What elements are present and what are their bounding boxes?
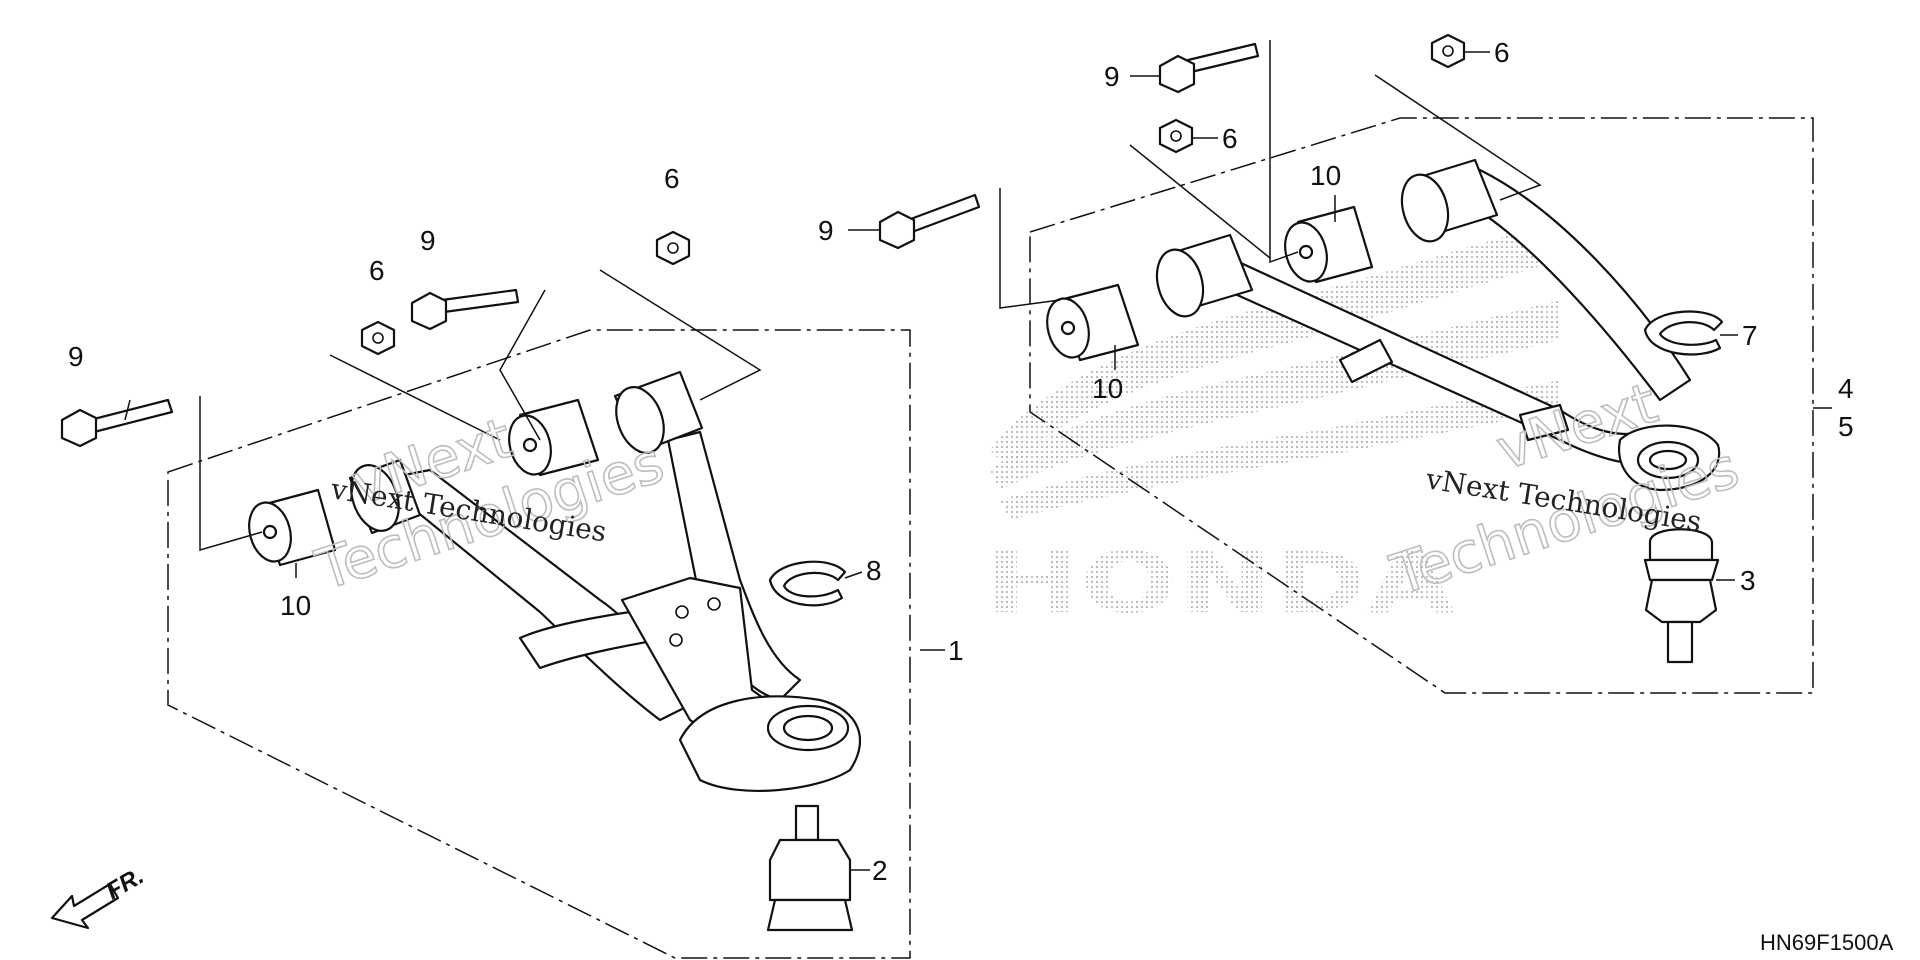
lower-nut-rear bbox=[655, 230, 691, 266]
callout-9-left-a: 9 bbox=[68, 341, 84, 372]
lower-ball-joint bbox=[766, 804, 854, 932]
lower-nut-front bbox=[360, 320, 396, 356]
upper-bolt-front bbox=[878, 193, 981, 250]
callout-6-right-b: 6 bbox=[1494, 37, 1510, 68]
lower-bushing-front bbox=[248, 488, 337, 567]
callout-9-right-b: 9 bbox=[1104, 61, 1120, 92]
lower-arm-pivot-sleeve-front bbox=[348, 458, 422, 535]
callout-4: 4 bbox=[1838, 373, 1854, 404]
lower-bolt-rear bbox=[410, 288, 520, 331]
callout-10-right-a: 10 bbox=[1092, 373, 1123, 404]
upper-arm-pivot-sleeve-rear bbox=[1400, 158, 1499, 243]
upper-circlip bbox=[1643, 310, 1724, 356]
lower-bushing-rear bbox=[508, 398, 600, 477]
callout-3: 3 bbox=[1740, 565, 1756, 596]
upper-ball-joint bbox=[1643, 528, 1720, 664]
callout-9-left-b: 9 bbox=[420, 225, 436, 256]
callout-2: 2 bbox=[872, 855, 888, 886]
callout-10-right-b: 10 bbox=[1310, 160, 1341, 191]
front-direction-arrow: FR. bbox=[50, 862, 148, 930]
upper-arm-group-box bbox=[1029, 117, 1814, 694]
callout-9-right-a: 9 bbox=[818, 215, 834, 246]
diagram-code: HN69F1500A bbox=[1760, 930, 1894, 955]
upper-bolt-rear bbox=[1158, 42, 1260, 94]
honda-logo-text: HONDA bbox=[985, 534, 1455, 632]
upper-arm-rear-tube bbox=[1458, 168, 1692, 402]
callout-6-left-a: 6 bbox=[369, 255, 385, 286]
callout-6-left-b: 6 bbox=[664, 163, 680, 194]
lower-arm-group-box bbox=[167, 329, 911, 959]
callout-labels: 1 2 3 4 5 7 8 6 6 6 6 9 9 9 9 10 10 10 bbox=[68, 37, 1854, 886]
upper-nut-front bbox=[1158, 118, 1194, 154]
upper-bushing-front bbox=[1046, 283, 1140, 362]
lower-bolt-front bbox=[60, 398, 174, 448]
upper-arm-assembly bbox=[878, 33, 1814, 694]
callout-6-right-a: 6 bbox=[1222, 123, 1238, 154]
upper-arm-pivot-sleeve-front bbox=[1155, 233, 1254, 318]
callout-5: 5 bbox=[1838, 411, 1854, 442]
upper-bushing-rear bbox=[1284, 205, 1374, 284]
lower-arm-leader-lines bbox=[124, 269, 945, 871]
lower-arm-assembly bbox=[60, 230, 911, 959]
lower-arm-pivot-sleeve-rear bbox=[613, 370, 704, 454]
callout-10-left-a: 10 bbox=[280, 590, 311, 621]
callout-7: 7 bbox=[1742, 320, 1758, 351]
upper-nut-rear bbox=[1430, 33, 1466, 69]
callout-1: 1 bbox=[948, 635, 964, 666]
upper-arm-leader-lines bbox=[848, 40, 1832, 581]
callout-8: 8 bbox=[866, 555, 882, 586]
lower-circlip bbox=[768, 560, 847, 607]
